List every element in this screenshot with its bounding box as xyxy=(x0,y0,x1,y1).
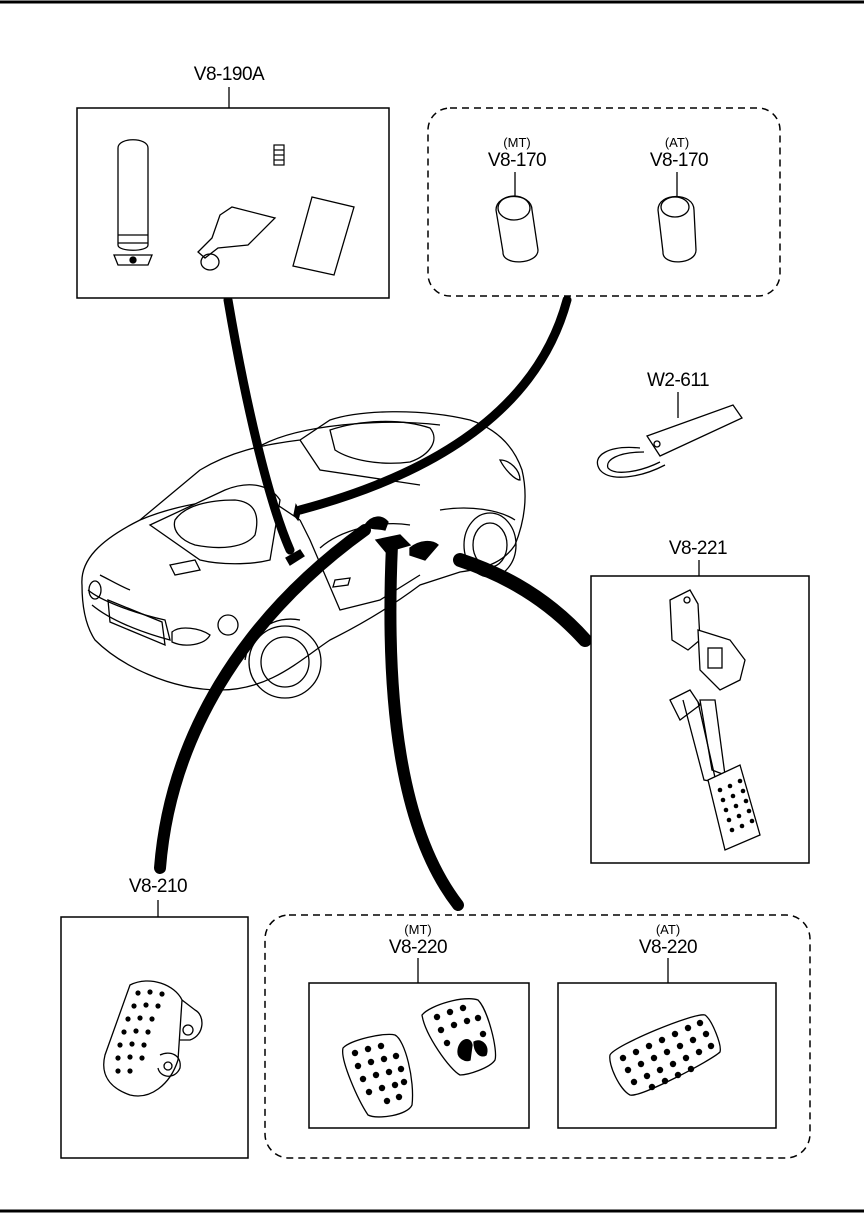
label-v8-220-at-variant: (AT) xyxy=(655,922,681,937)
pedal-pad-icon xyxy=(342,1033,414,1118)
shift-knob-icon xyxy=(495,195,539,263)
label-w2-611: W2-611 xyxy=(646,370,710,391)
pedal-pad-icon xyxy=(421,998,497,1076)
box-v8-220 xyxy=(264,914,811,1159)
leader-lines xyxy=(154,295,592,911)
foot-rest-pedal-icon xyxy=(103,980,203,1097)
adhesive-tube-icon xyxy=(197,206,277,271)
box-v8-170 xyxy=(427,107,781,297)
cloth-icon xyxy=(292,196,355,276)
pedal-dots xyxy=(717,778,755,833)
leader-v8-210 xyxy=(154,524,371,874)
box-v8-190a xyxy=(76,87,390,299)
label-v8-220-mt: V8-220 xyxy=(388,937,448,958)
pedal-dots xyxy=(115,989,165,1074)
label-v8-220-mt-variant: (MT) xyxy=(404,922,432,937)
label-v8-220-at: V8-220 xyxy=(638,937,698,958)
e-brake-grip-icon xyxy=(113,139,153,266)
shift-knob-icon xyxy=(657,196,697,263)
box-v8-210 xyxy=(60,900,249,1159)
leader-v8-190a xyxy=(223,295,295,555)
leader-v8-220 xyxy=(384,539,464,911)
pedal-pad-icon xyxy=(609,1014,721,1096)
box-v8-221 xyxy=(590,560,810,864)
label-v8-210: V8-210 xyxy=(128,876,188,897)
key-strap-icon xyxy=(596,392,743,478)
label-v8-221: V8-221 xyxy=(668,538,728,559)
leader-v8-170 xyxy=(295,295,572,515)
accelerator-pedal-assembly-icon xyxy=(669,589,761,851)
screw-icon xyxy=(273,144,285,166)
label-v8-170-mt-variant: (MT) xyxy=(503,135,531,150)
leader-v8-221 xyxy=(453,553,592,647)
label-v8-170-at-variant: (AT) xyxy=(664,135,690,150)
label-v8-170-mt: V8-170 xyxy=(487,150,547,171)
label-v8-170-at: V8-170 xyxy=(649,150,709,171)
label-v8-190a: V8-190A xyxy=(193,64,265,85)
